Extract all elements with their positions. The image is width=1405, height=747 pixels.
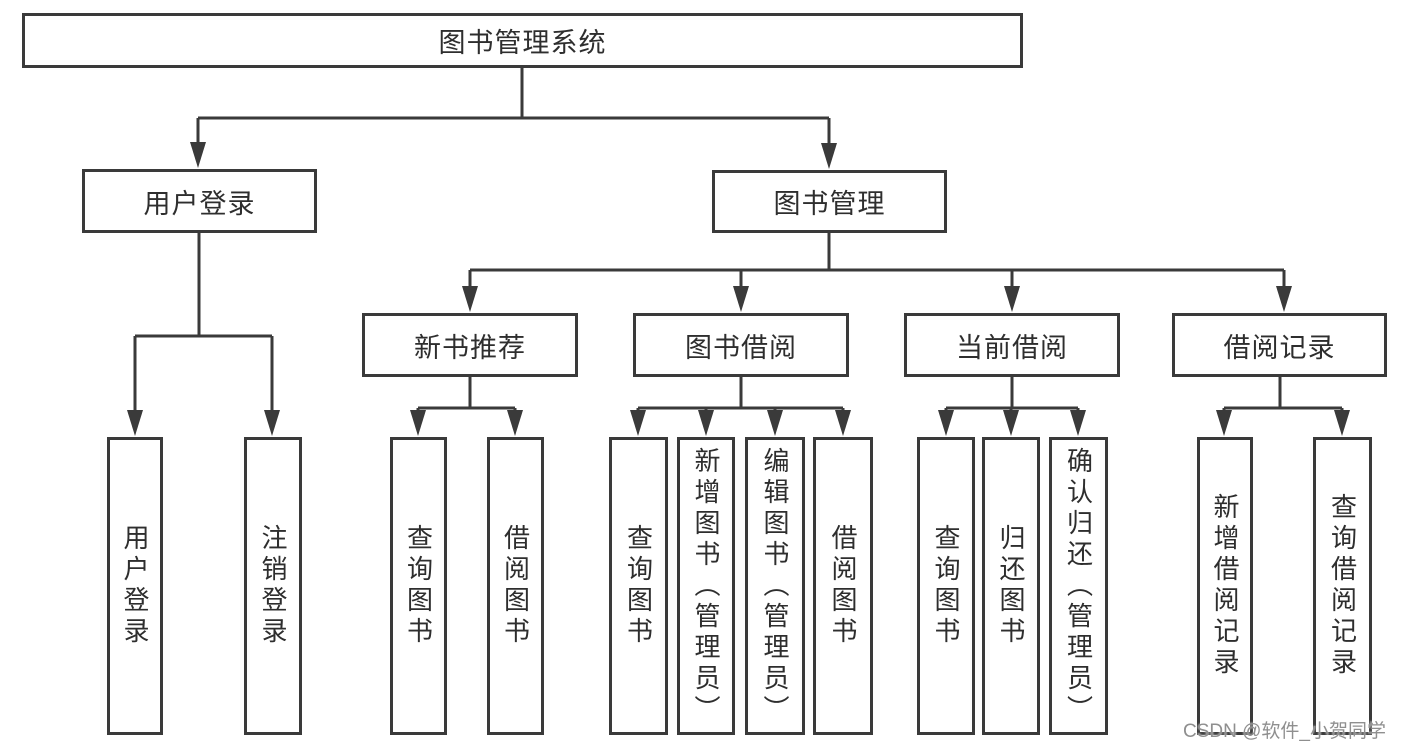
arrowhead (190, 142, 206, 168)
leaf-label: 归还图书 (996, 524, 1026, 648)
node-user-login: 用户登录 (82, 169, 317, 233)
leaf-label: 用户登录 (120, 524, 150, 648)
leaf-user-login: 用户登录 (107, 437, 163, 735)
leaf-edit-books-admin: 编辑图书（管理员） (745, 437, 805, 735)
arrowhead (630, 410, 646, 436)
leaf-label: 确认归还（管理员） (1063, 446, 1094, 726)
arrowhead (264, 410, 280, 436)
arrowhead (698, 410, 714, 436)
arrowhead (462, 286, 478, 312)
arrowhead (410, 410, 426, 436)
leaf-add-borrow-record: 新增借阅记录 (1197, 437, 1253, 735)
leaf-query-books-current: 查询图书 (917, 437, 975, 735)
leaf-logout-login: 注销登录 (244, 437, 302, 735)
arrowhead (1334, 410, 1350, 436)
leaf-borrow-books: 借阅图书 (813, 437, 873, 735)
leaf-label: 注销登录 (258, 524, 288, 648)
arrowhead (821, 143, 837, 169)
leaf-label: 借阅图书 (828, 524, 858, 648)
leaf-add-books-admin: 新增图书（管理员） (677, 437, 735, 735)
leaf-label: 新增图书（管理员） (691, 446, 721, 726)
arrowhead (767, 410, 783, 436)
leaf-query-borrow-record: 查询借阅记录 (1313, 437, 1372, 735)
leaf-label: 编辑图书（管理员） (760, 446, 790, 726)
leaf-query-books-borrow: 查询图书 (609, 437, 668, 735)
leaf-return-books: 归还图书 (982, 437, 1040, 735)
node-book-management: 图书管理 (712, 170, 947, 233)
csdn-watermark: CSDN @软件_小贺同学 (1183, 721, 1386, 742)
leaf-label: 查询图书 (623, 524, 654, 648)
arrowhead (835, 410, 851, 436)
node-new-book-recommend: 新书推荐 (362, 313, 578, 377)
arrowhead (1070, 410, 1086, 436)
arrowhead (1003, 410, 1019, 436)
node-library-management-system: 图书管理系统 (22, 13, 1023, 68)
arrowhead (1004, 286, 1020, 312)
node-current-borrowing: 当前借阅 (904, 313, 1120, 377)
arrowhead (1216, 410, 1232, 436)
arrowhead (938, 410, 954, 436)
arrowhead (733, 286, 749, 312)
leaf-confirm-return-admin: 确认归还（管理员） (1049, 437, 1108, 735)
leaf-label: 查询图书 (403, 524, 434, 648)
arrowhead (127, 410, 143, 436)
leaf-borrow-books-recommend: 借阅图书 (487, 437, 544, 735)
leaf-label: 查询图书 (931, 524, 961, 648)
arrowhead (507, 410, 523, 436)
node-book-borrowing: 图书借阅 (633, 313, 849, 377)
arrowhead (1276, 286, 1292, 312)
leaf-label: 查询借阅记录 (1327, 493, 1358, 679)
leaf-label: 借阅图书 (500, 524, 531, 648)
leaf-label: 新增借阅记录 (1210, 493, 1240, 679)
leaf-query-books-recommend: 查询图书 (390, 437, 447, 735)
node-borrowing-records: 借阅记录 (1172, 313, 1387, 377)
